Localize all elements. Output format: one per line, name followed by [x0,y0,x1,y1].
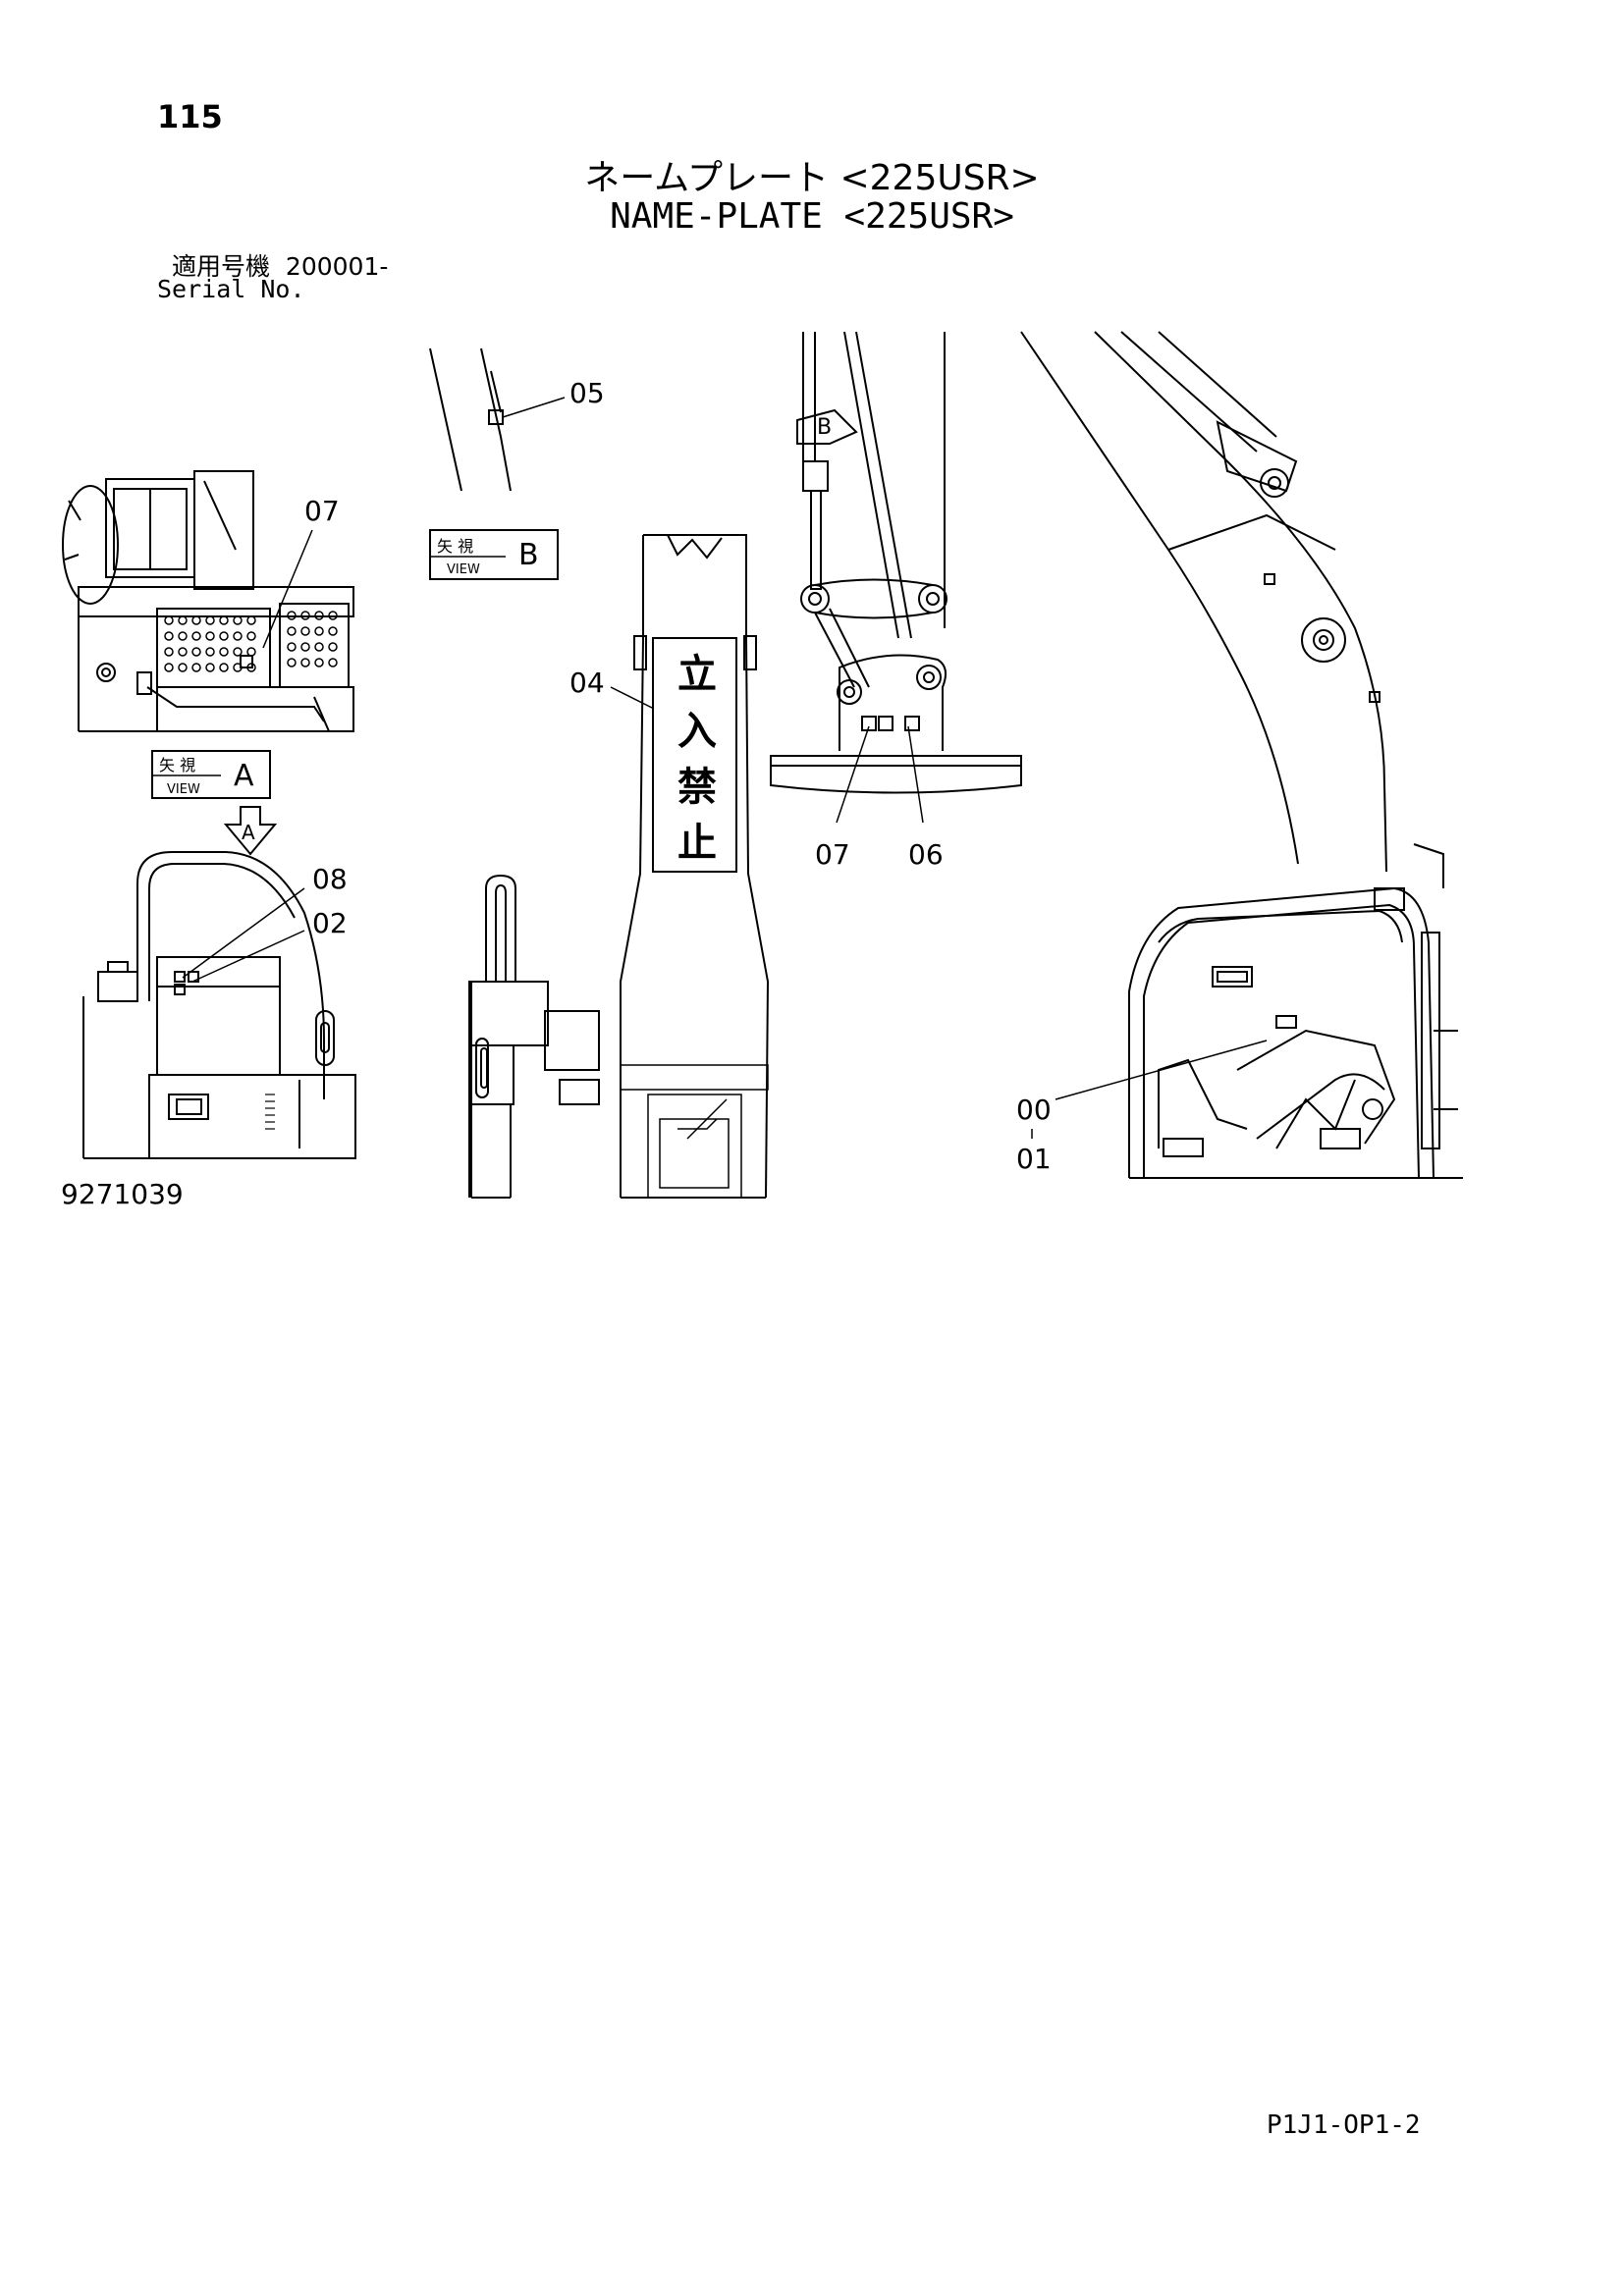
sign-char-2: 入 [677,709,717,754]
arrow-b-letter: B [817,415,832,440]
view-b-letter: B [518,538,539,572]
cab-side-middle [468,874,600,1199]
view-a-jp: 矢 視 [159,756,195,774]
sign-char-1: 立 [677,652,717,697]
callout-leader-02 [191,930,305,983]
title-english: NAME-PLATE <225USR> [610,196,1014,237]
drawing-number: 9271039 [61,1178,184,1210]
arrow-a: A [223,806,278,856]
view-a-label: 矢 視 VIEW A [151,750,271,799]
callout-08: 08 [312,863,348,895]
engine-rear-view [62,470,354,732]
callout-07-left: 07 [304,495,340,527]
cab-front [1128,843,1463,1179]
callout-01: 01 [1016,1143,1052,1175]
view-a-side-drawing [82,851,356,1159]
callout-leader-07-left [262,529,313,649]
title-japanese: ネームプレート <225USR> [584,158,1040,198]
callout-leader-00 [1055,1040,1268,1100]
boom-detail-b [429,347,512,492]
serial-label-english: Serial No. [157,275,305,303]
callout-05: 05 [569,377,605,409]
callout-leader-08 [182,887,305,979]
callout-leader-04 [610,686,655,710]
arrow-a-letter: A [242,821,255,844]
callout-07-mid: 07 [815,838,850,871]
serial-label-japanese: 適用号機 200001- [172,247,388,283]
view-b-label: 矢 視 VIEW B [429,529,559,580]
callout-leader-05 [502,397,566,418]
callout-leader-07-mid [836,725,870,824]
sign-char-3: 禁 [677,765,717,810]
view-b-en: VIEW [447,562,480,577]
callout-04: 04 [569,667,605,699]
no-entry-sign: 立 入 禁 止 [677,652,717,866]
view-b-jp: 矢 視 [437,537,473,556]
callout-00: 00 [1016,1094,1052,1126]
view-a-en: VIEW [167,782,200,797]
sign-char-4: 止 [677,821,717,866]
serial-label-jp-text: 適用号機 [172,252,271,281]
page-number: 115 [157,98,223,135]
main-boom [1020,331,1387,873]
arm-linkage [770,331,1022,794]
serial-value: 200001- [285,252,389,281]
callout-leader-06 [907,725,924,824]
callout-02: 02 [312,907,348,939]
callout-06: 06 [908,838,944,871]
boom-front-view [620,534,770,1199]
page-code: P1J1-OP1-2 [1267,2110,1421,2140]
view-a-letter: A [234,759,254,793]
